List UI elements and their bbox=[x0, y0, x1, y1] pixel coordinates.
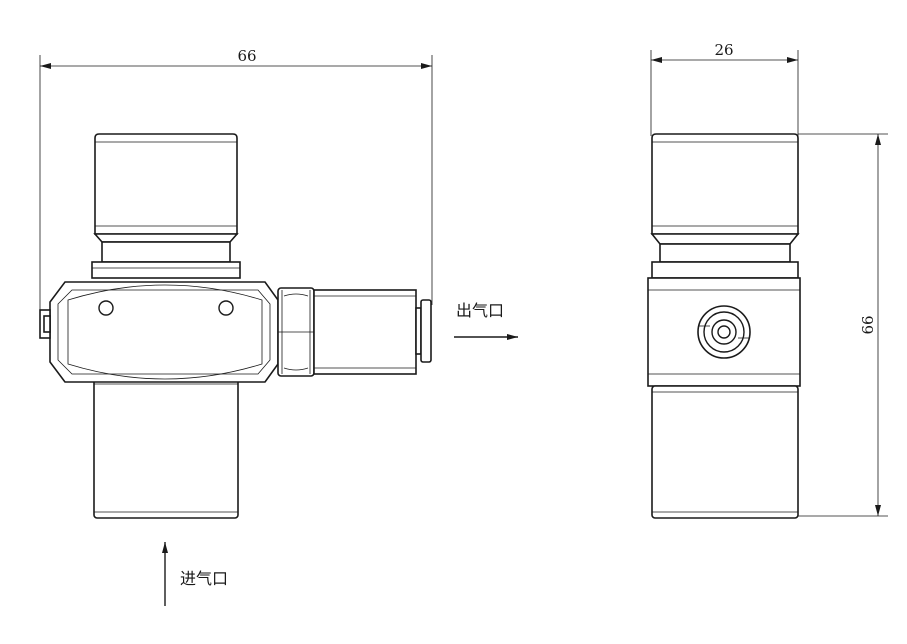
side-width-dimension: 26 bbox=[650, 41, 799, 136]
outlet-label: 出气口 bbox=[456, 301, 504, 320]
front-width-label: 66 bbox=[237, 47, 256, 65]
inlet-indicator: 进气口 bbox=[162, 542, 228, 606]
inlet-label: 进气口 bbox=[180, 569, 228, 588]
side-width-label: 26 bbox=[714, 41, 733, 59]
side-view: 26 66 bbox=[647, 41, 888, 519]
front-view: 66 bbox=[39, 47, 518, 606]
side-height-label: 66 bbox=[859, 315, 877, 334]
outlet-indicator: 出气口 bbox=[454, 301, 518, 340]
side-knob bbox=[650, 133, 800, 279]
mounting-hole-left bbox=[98, 300, 114, 316]
regulator-body bbox=[39, 281, 279, 383]
mounting-hole-right bbox=[218, 300, 234, 316]
side-height-dimension: 66 bbox=[798, 133, 888, 517]
gauge-port-icon bbox=[697, 305, 751, 359]
inlet-cylinder bbox=[93, 377, 239, 519]
side-cylinder bbox=[651, 385, 799, 519]
front-width-dimension: 66 bbox=[39, 47, 433, 330]
adjustment-knob bbox=[91, 133, 241, 279]
outlet-fitting bbox=[277, 287, 432, 377]
